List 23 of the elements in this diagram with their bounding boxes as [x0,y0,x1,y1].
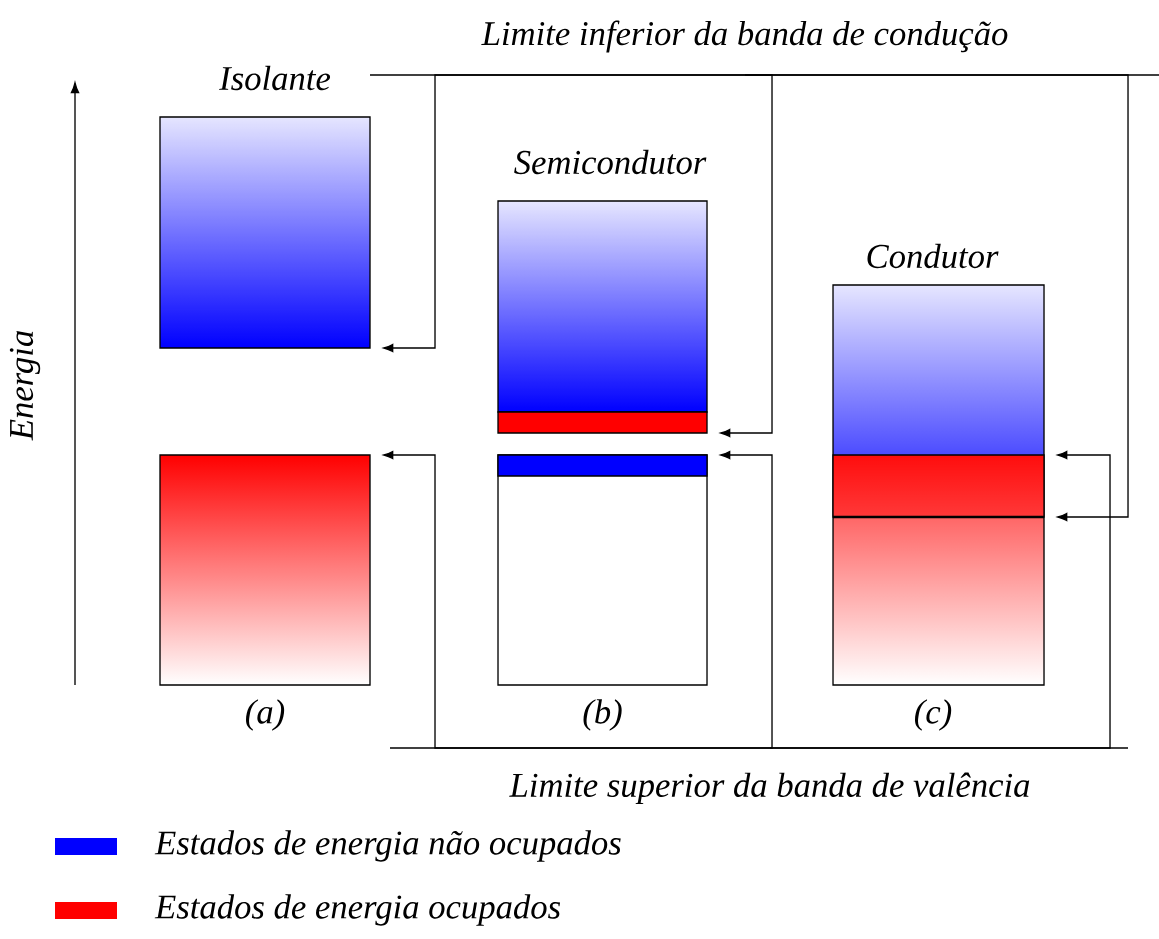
bus-label: Limite superior da banda de valência [509,772,1030,805]
band-title: Semicondutor [514,149,707,175]
panel-label: (b) [583,699,622,731]
band-bar [497,411,708,434]
legend-label: Estados de energia não ocupados [154,830,621,862]
bus-line [389,747,1129,749]
bus-line [369,74,1159,76]
panel-label: (a) [246,699,285,731]
arrow [383,74,746,353]
bus-label: Limite inferior da banda de condução [481,20,1008,53]
band-title: Condutor [867,243,999,269]
band-bar [832,454,1045,518]
arrow [383,450,771,749]
band-bar [497,454,708,477]
legend-label: Estados de energia ocupados [154,894,561,926]
band-title: Isolante [219,65,331,91]
arrow [720,450,773,749]
arrow [769,450,1111,749]
energy-band-box [159,454,371,686]
axis-label: Energia [9,331,41,441]
arrow [720,74,773,438]
panel-label: (c) [915,699,952,731]
arrow [744,74,1129,522]
